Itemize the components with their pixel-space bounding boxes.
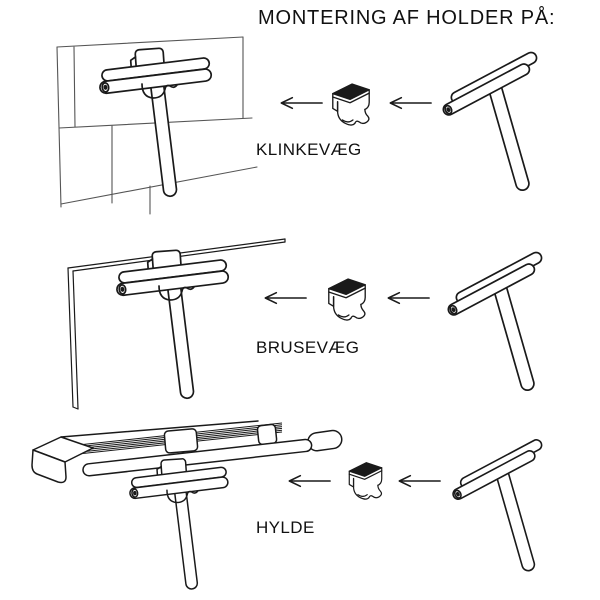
arrow-left-icon bbox=[280, 96, 323, 110]
squeegee-icon bbox=[450, 437, 545, 573]
row-label-brusevaeg: BRUSEVÆG bbox=[256, 338, 360, 357]
holder-clip-icon bbox=[328, 278, 366, 321]
page-title: MONTERING AF HOLDER PÅ: bbox=[258, 7, 556, 29]
holder-clip-icon bbox=[348, 462, 383, 500]
shelf-lines bbox=[31, 420, 343, 484]
squeegee-icon bbox=[445, 249, 545, 393]
shelf-illustration bbox=[31, 420, 343, 591]
arrow-left-icon bbox=[264, 291, 307, 305]
squeegee-icon bbox=[440, 49, 540, 193]
mounted-squeegee-on-shelf bbox=[128, 457, 230, 591]
tile-wall-lines bbox=[56, 36, 258, 215]
tile-wall-illustration bbox=[56, 36, 258, 215]
row-label-klinkevaeg: KLINKEVÆG bbox=[256, 140, 362, 159]
holder-clip-icon bbox=[332, 83, 370, 126]
row-label-hylde: HYLDE bbox=[256, 518, 315, 537]
arrow-left-icon bbox=[398, 474, 441, 488]
arrow-left-icon bbox=[389, 96, 432, 110]
arrow-left-icon bbox=[387, 291, 430, 305]
mounted-squeegee-on-glass bbox=[115, 249, 230, 400]
arrow-left-icon bbox=[288, 474, 331, 488]
shower-glass-illustration bbox=[67, 238, 286, 410]
mounted-squeegee-on-tile-wall bbox=[98, 47, 213, 198]
